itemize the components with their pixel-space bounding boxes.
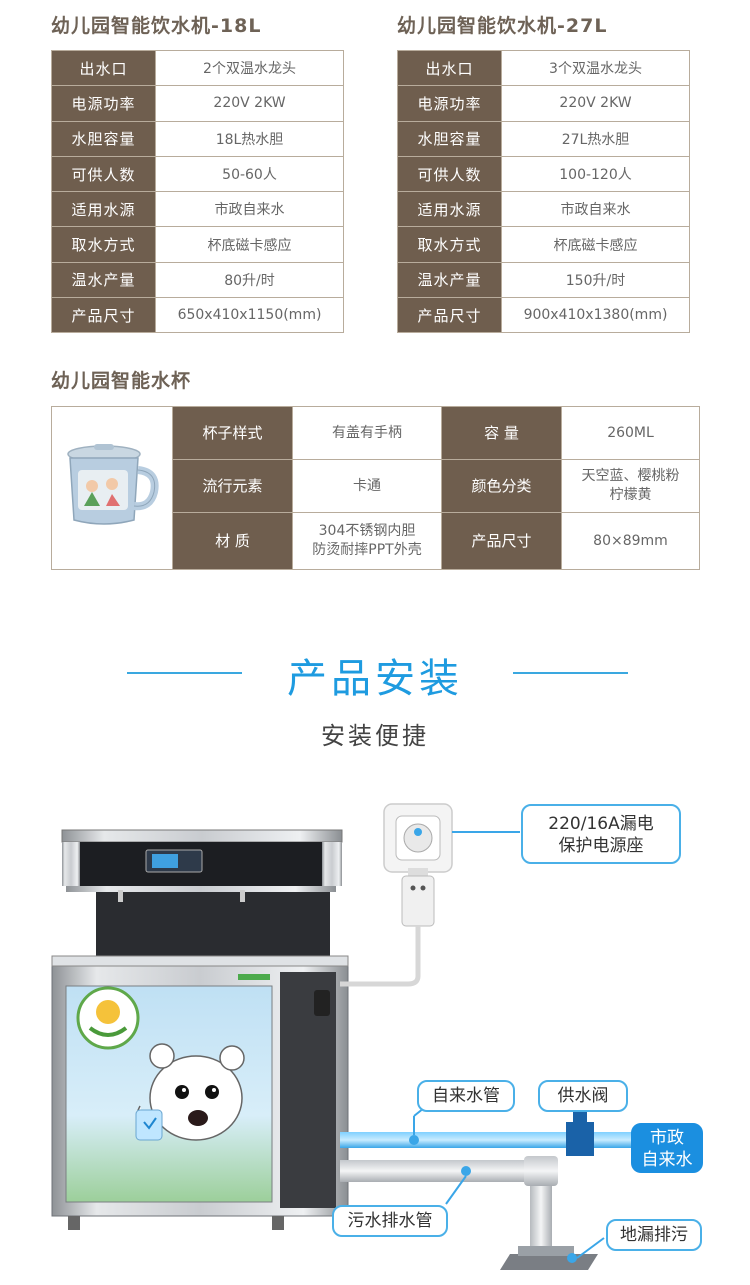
supply-valve-label: 供水阀 [538, 1080, 628, 1112]
spec-key: 水胆容量 [397, 120, 502, 157]
spec-value: 杯底磁卡感应 [501, 226, 690, 263]
cup-color-line2: 柠檬黄 [609, 487, 652, 503]
spec-row: 取水方式杯底磁卡感应 [51, 226, 344, 263]
spec-key: 产品尺寸 [51, 297, 156, 334]
spec-row: 适用水源市政自来水 [51, 191, 344, 228]
cup-spec-table: 杯子样式 有盖有手柄 容 量 260ML 流行元素 卡通 颜色分类 天空蓝、樱桃… [51, 406, 700, 570]
spec-value: 650x410x1150(mm) [155, 297, 344, 334]
machine-18l-title: 幼儿园智能饮水机-18L [51, 15, 262, 37]
install-subtitle: 安装便捷 [321, 722, 429, 750]
cup-image [51, 406, 173, 570]
water-dispenser [51, 829, 349, 1230]
spec-value: 220V 2KW [501, 85, 690, 122]
cup-style-key: 杯子样式 [172, 406, 293, 460]
city-water-line2: 自来水 [641, 1150, 693, 1170]
spec-key: 取水方式 [397, 226, 502, 263]
spec-key: 电源功率 [397, 85, 502, 122]
tap-pipe-label: 自来水管 [417, 1080, 515, 1112]
drain-pipe [340, 1156, 558, 1252]
spec-value: 市政自来水 [155, 191, 344, 228]
spec-key: 水胆容量 [51, 120, 156, 157]
cup-capacity-value: 260ML [561, 406, 700, 460]
spec-value: 900x410x1380(mm) [501, 297, 690, 334]
floor-drain-label: 地漏排污 [606, 1219, 702, 1251]
spec-key: 电源功率 [51, 85, 156, 122]
cup-element-value: 卡通 [292, 459, 442, 513]
spec-key: 取水方式 [51, 226, 156, 263]
installation-diagram [51, 803, 640, 1270]
spec-key: 出水口 [397, 49, 502, 87]
spec-value: 18L热水胆 [155, 120, 344, 157]
cup-color-value: 天空蓝、樱桃粉 柠檬黄 [561, 459, 700, 513]
power-outlet-line2: 保护电源座 [558, 836, 644, 856]
spec-value: 150升/时 [501, 261, 690, 299]
heading-line-right [513, 672, 628, 674]
spec-key: 适用水源 [51, 191, 156, 228]
cup-material-line2: 防烫耐摔PPT外壳 [312, 542, 422, 558]
cup-color-key: 颜色分类 [441, 459, 562, 513]
spec-value: 3个双温水龙头 [501, 49, 690, 87]
cup-color-line1: 天空蓝、樱桃粉 [581, 468, 680, 484]
power-socket-icon [340, 803, 520, 987]
cup-size-key: 产品尺寸 [441, 512, 562, 570]
cup-material-line1: 304不锈钢内胆 [318, 523, 416, 539]
spec-value: 220V 2KW [155, 85, 344, 122]
machine-27l-title: 幼儿园智能饮水机-27L [397, 15, 608, 37]
spec-row: 取水方式杯底磁卡感应 [397, 226, 690, 263]
spec-value: 100-120人 [501, 155, 690, 193]
tap-water-pipe [340, 1107, 640, 1148]
spec-key: 可供人数 [397, 155, 502, 193]
city-water-line1: 市政 [650, 1128, 684, 1148]
spec-value: 市政自来水 [501, 191, 690, 228]
cup-capacity-key: 容 量 [441, 406, 562, 460]
spec-key: 温水产量 [51, 261, 156, 299]
spec-key: 可供人数 [51, 155, 156, 193]
cup-style-value: 有盖有手柄 [292, 406, 442, 460]
spec-value: 50-60人 [155, 155, 344, 193]
install-title: 产品安装 [287, 656, 463, 702]
cup-material-value: 304不锈钢内胆 防烫耐摔PPT外壳 [292, 512, 442, 570]
cup-material-key: 材 质 [172, 512, 293, 570]
power-outlet-line1: 220/16A漏电 [548, 814, 654, 834]
spec-value: 80升/时 [155, 261, 344, 299]
spec-key: 出水口 [51, 49, 156, 87]
spec-key: 温水产量 [397, 261, 502, 299]
cup-size-value: 80×89mm [561, 512, 700, 570]
spec-row: 适用水源市政自来水 [397, 191, 690, 228]
floor-drain-icon [500, 1237, 605, 1270]
cartoon-cup-icon [67, 444, 159, 525]
spec-key: 产品尺寸 [397, 297, 502, 334]
drain-pipe-label: 污水排水管 [332, 1205, 448, 1237]
cup-title: 幼儿园智能水杯 [51, 370, 192, 392]
power-outlet-callout: 220/16A漏电 保护电源座 [521, 804, 681, 864]
heading-line-left [127, 672, 242, 674]
spec-value: 杯底磁卡感应 [155, 226, 344, 263]
spec-value: 2个双温水龙头 [155, 49, 344, 87]
spec-value: 27L热水胆 [501, 120, 690, 157]
spec-key: 适用水源 [397, 191, 502, 228]
city-water-label: 市政 自来水 [631, 1123, 703, 1173]
cup-element-key: 流行元素 [172, 459, 293, 513]
